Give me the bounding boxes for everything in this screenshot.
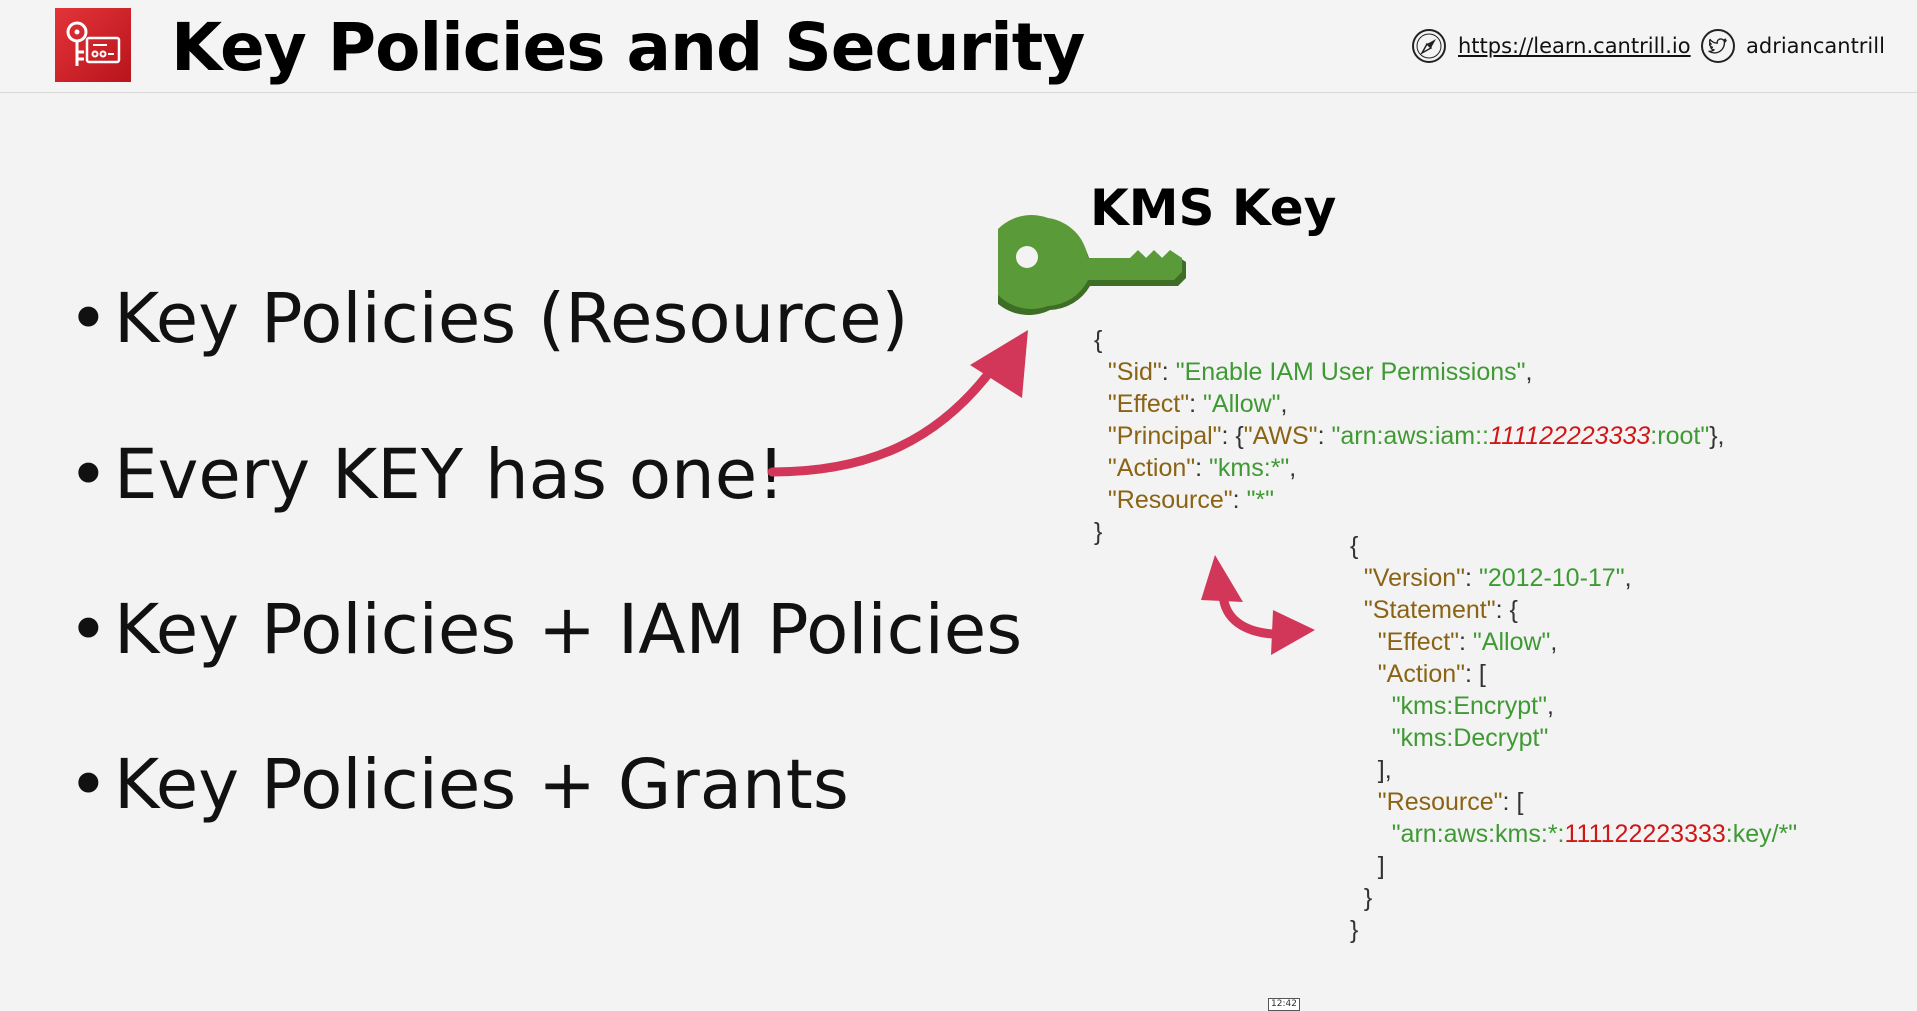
key-policy-json: { "Sid": "Enable IAM User Permissions", … [1094, 326, 1725, 546]
bullet-text: Key Policies + Grants [114, 745, 849, 825]
kms-key-logo-icon [55, 8, 131, 82]
bullet-dot: • [68, 435, 109, 515]
bullet-dot: • [68, 279, 109, 359]
arrow-to-key [767, 330, 1028, 477]
bullet-key-policies-resource: •Key Policies (Resource) [68, 274, 908, 364]
twitter-handle[interactable]: adriancantrill [1746, 34, 1885, 58]
key-icon [998, 215, 1186, 315]
bullet-dot: • [68, 590, 109, 670]
twitter-bird-icon [1701, 29, 1735, 63]
slide-header: Key Policies and Security https://learn.… [0, 0, 1917, 93]
bullet-text: Key Policies (Resource) [114, 279, 909, 359]
double-arrow [1201, 555, 1315, 655]
compass-icon [1412, 29, 1446, 63]
bullet-every-key-has-one: •Every KEY has one! [68, 430, 785, 520]
video-timestamp: 12:42 [1268, 998, 1300, 1011]
page-title: Key Policies and Security [171, 9, 1085, 86]
learn-cantrill-link[interactable]: https://learn.cantrill.io [1458, 34, 1691, 58]
bullet-text: Key Policies + IAM Policies [114, 590, 1023, 670]
bullet-dot: • [68, 745, 109, 825]
bullet-key-policies-iam: •Key Policies + IAM Policies [68, 585, 1022, 675]
iam-policy-json: { "Version": "2012-10-17", "Statement": … [1350, 532, 1798, 944]
bullet-text: Every KEY has one! [114, 435, 785, 515]
bullet-key-policies-grants: •Key Policies + Grants [68, 740, 849, 830]
kms-key-title: KMS Key [1090, 179, 1337, 237]
